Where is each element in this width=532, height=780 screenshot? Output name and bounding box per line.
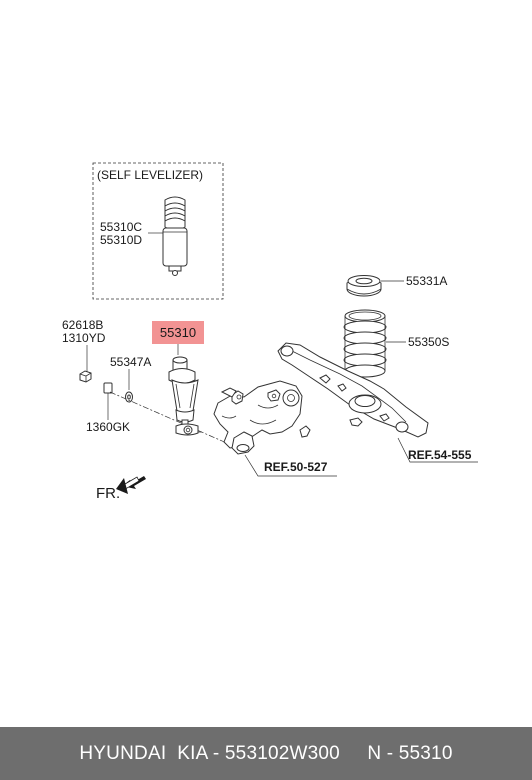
self-leveler-shock [162,196,188,276]
coil-spring-55350s [343,309,387,378]
front-arrow-icon [116,476,146,494]
label-55310: 55310 [160,325,196,340]
spring-seat-55331a [346,275,382,297]
label-ref-50-527: REF.50-527 [264,460,328,474]
label-55310d: 55310D [100,233,142,247]
knuckle-assembly [213,380,311,455]
highlight-55310 [152,321,204,344]
label-ref-54-555: REF.54-555 [408,448,472,462]
label-1360gk: 1360GK [86,420,130,434]
bolt [103,382,113,394]
label-55310c: 55310C [100,220,142,234]
footer-text: HYUNDAI KIA - 553102W300 N - 55310 [79,742,453,764]
label-1310yd: 1310YD [62,331,106,345]
washer [125,391,133,403]
label-55347a: 55347A [110,355,151,369]
self-leveler-box [92,162,224,300]
label-62618b: 62618B [62,318,103,332]
label-55331a: 55331A [406,274,447,288]
self-leveler-title: (SELF LEVELIZER) [97,168,203,182]
lower-arm [277,342,429,438]
label-front: FR. [96,485,120,502]
nut [79,370,92,383]
label-55350s: 55350S [408,335,449,349]
footer-bar: HYUNDAI KIA - 553102W300 N - 55310 [0,727,532,780]
parts-diagram: (SELF LEVELIZER) 55310C 55310D 62618B 13… [62,162,478,502]
shock-absorber-55310 [168,356,202,436]
